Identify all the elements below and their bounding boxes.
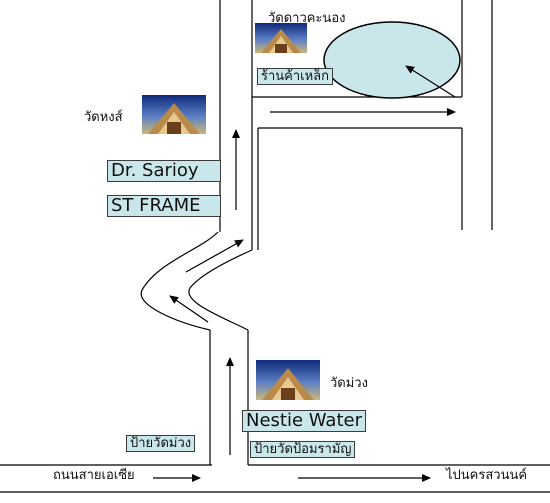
label-wat-hong: วัดหงส์ bbox=[84, 110, 123, 125]
curve-road-right-edge bbox=[188, 249, 253, 331]
label-wat-dao-khanong: วัดดาวคะนอง bbox=[268, 11, 346, 26]
label-wat-muang-sign: ป้ายวัดม่วง bbox=[126, 435, 196, 452]
label-nestie-water: Nestie Water bbox=[242, 410, 366, 432]
temple-photo-muang bbox=[256, 360, 320, 400]
label-steel-shop: ร้านค้าเหล็ก bbox=[257, 68, 334, 85]
label-to-nakhon-sawan: ไปนครสวนนค์ bbox=[446, 468, 528, 483]
curve-road-left-edge bbox=[140, 231, 219, 331]
temple-photo-dao-khanong bbox=[255, 23, 307, 53]
label-st-frame: ST FRAME bbox=[107, 195, 221, 217]
temple-photo-hong bbox=[142, 95, 206, 134]
arrow-curve-left bbox=[169, 295, 209, 323]
label-wat-muang: วัดม่วง bbox=[330, 376, 368, 391]
arrow-curve-right bbox=[185, 239, 244, 273]
label-asia-road: ถนนสายเอเซีย bbox=[53, 468, 135, 483]
label-dr-sarioy: Dr. Sarioy bbox=[107, 160, 221, 182]
arrow-lake-pointer bbox=[405, 65, 456, 98]
label-wat-pom-sign: ป้ายวัดป้อมรามัญ bbox=[250, 441, 356, 458]
direction-arrows bbox=[153, 65, 456, 482]
